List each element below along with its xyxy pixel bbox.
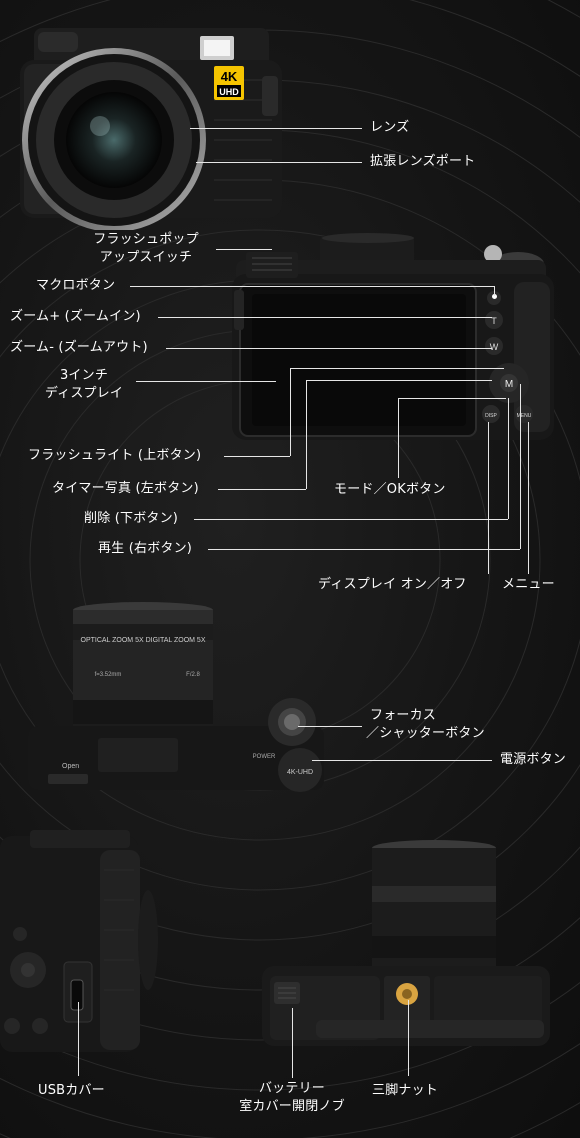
lens-focal-text: f=3.52mm: [95, 672, 122, 678]
label-flash-popup-line2: アップスイッチ: [99, 250, 193, 265]
leader-display: [136, 381, 276, 382]
label-focus-line2: ／シャッターボタン: [366, 726, 485, 741]
label-tripod: 三脚ナット: [372, 1083, 439, 1098]
badge-4k-text: 4K: [221, 69, 238, 84]
leader-tripod: [408, 1000, 409, 1076]
leader-timer-v: [306, 380, 307, 489]
camera-front-image: 4K UHD: [20, 28, 282, 230]
leader-battery: [292, 1008, 293, 1078]
leader-zoom-in: [158, 317, 492, 318]
leader-shutter: [298, 726, 362, 727]
label-delete: 削除 (下ボタン): [84, 511, 179, 526]
leader-zoom-out: [166, 348, 492, 349]
label-display: 3インチ ディスプレイ: [34, 367, 134, 403]
leader-flashlight-top: [290, 368, 504, 369]
camera-top-image: OPTICAL ZOOM 5X DIGITAL ZOOM 5X f=3.52mm…: [28, 602, 324, 792]
label-timer: タイマー写真 (左ボタン): [52, 481, 199, 496]
lens-ratio-text: F/2.8: [186, 672, 200, 678]
open-text: Open: [62, 763, 79, 770]
button-w-text: W: [490, 342, 499, 352]
leader-flash-popup: [216, 249, 272, 250]
leader-menu-v: [528, 422, 529, 574]
leader-delete-h: [194, 519, 508, 520]
button-menu-text: MENU: [517, 413, 532, 419]
leader-timer-top: [306, 380, 492, 381]
leader-macro: [130, 286, 494, 287]
label-zoom-in: ズーム+ (ズームイン): [10, 309, 141, 324]
label-battery-line2: 室カバー開閉ノブ: [239, 1099, 345, 1114]
leader-flashlight-v: [290, 368, 291, 456]
label-usb: USBカバー: [38, 1083, 105, 1098]
button-m-text: M: [505, 379, 513, 390]
leader-macro-v: [494, 286, 495, 296]
dot-macro: [492, 294, 497, 299]
leader-playback-h: [208, 549, 520, 550]
label-flash-popup-line1: フラッシュポップ: [93, 232, 199, 247]
label-flash-popup: フラッシュポップ アップスイッチ: [78, 231, 214, 267]
leader-disp-v: [488, 422, 489, 574]
camera-bottom-image: [262, 840, 550, 1046]
dial-4kuhd-text: 4K-UHD: [287, 769, 313, 776]
leader-power: [312, 760, 492, 761]
leader-usb: [78, 1002, 79, 1076]
label-menu: メニュー: [502, 577, 555, 592]
leader-flashlight-h: [224, 456, 290, 457]
label-battery-line1: バッテリー: [258, 1081, 325, 1096]
leader-playback-v: [520, 384, 521, 549]
label-mode-ok: モード／OKボタン: [334, 482, 446, 497]
leader-timer-h: [218, 489, 306, 490]
leader-lens: [190, 128, 362, 129]
label-lens-port: 拡張レンズポート: [370, 154, 476, 169]
label-battery: バッテリー 室カバー開閉ノブ: [222, 1080, 362, 1116]
leader-delete-v: [508, 398, 509, 519]
camera-side-image: [0, 830, 158, 1052]
leader-mode-v: [398, 398, 399, 478]
label-macro: マクロボタン: [36, 278, 116, 293]
label-display-line1: 3インチ: [59, 368, 109, 383]
lens-zoom-text: OPTICAL ZOOM 5X DIGITAL ZOOM 5X: [81, 637, 206, 644]
label-playback: 再生 (右ボタン): [98, 541, 193, 556]
label-lens: レンズ: [370, 120, 410, 135]
label-flashlight: フラッシュライト (上ボタン): [28, 448, 202, 463]
label-focus-shutter: フォーカス ／シャッターボタン: [366, 707, 485, 743]
leader-lens-port: [196, 162, 362, 163]
button-t-text: T: [491, 316, 497, 326]
label-focus-line1: フォーカス: [370, 708, 437, 723]
dial-power-text: POWER: [253, 754, 276, 760]
label-display-line2: ディスプレイ: [44, 386, 124, 401]
leader-mode-h: [398, 398, 506, 399]
button-disp-text: DISP: [485, 413, 497, 419]
label-zoom-out: ズーム- (ズームアウト): [10, 340, 148, 355]
label-power: 電源ボタン: [500, 752, 567, 767]
badge-uhd-text: UHD: [219, 87, 239, 97]
label-display-onoff: ディスプレイ オン／オフ: [318, 577, 467, 592]
